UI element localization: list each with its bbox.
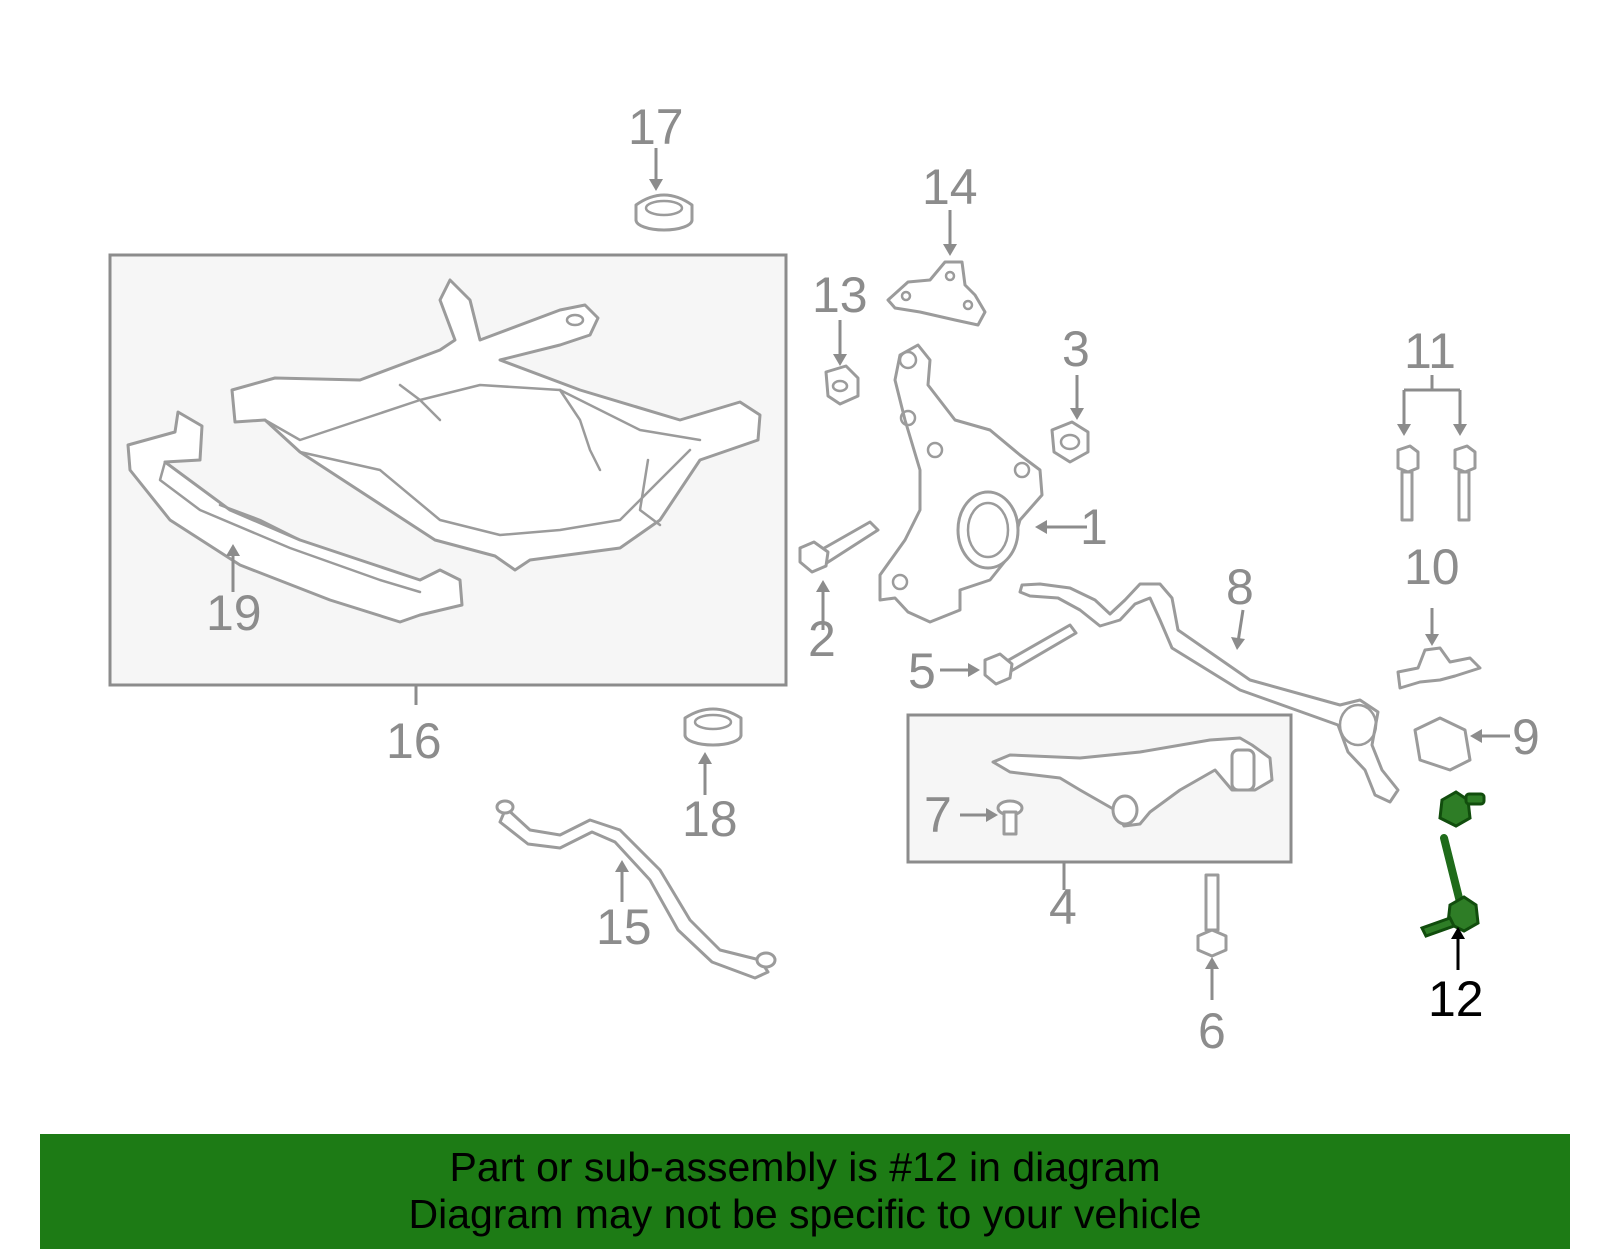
bolt-5-drawing [983, 623, 1078, 686]
bushing-9-drawing [1413, 716, 1472, 772]
bracket-14-drawing [886, 260, 987, 327]
callout-3: 3 [1062, 321, 1090, 377]
callout-9: 9 [1512, 709, 1540, 765]
callout-1: 1 [1080, 499, 1108, 555]
bolt-7-drawing [996, 799, 1024, 836]
bolt-6-drawing [1196, 873, 1228, 958]
callout-7: 7 [924, 787, 952, 843]
mount-18-drawing [683, 707, 743, 747]
callout-12[interactable]: 12 [1428, 971, 1484, 1027]
callout-17: 17 [628, 99, 684, 155]
callout-4: 4 [1049, 879, 1077, 935]
callout-14: 14 [922, 159, 978, 215]
bolt-2-drawing [798, 520, 880, 574]
bracket-10-drawing [1396, 646, 1482, 690]
callout-18: 18 [682, 791, 738, 847]
stabilizer-link-12[interactable] [1419, 790, 1486, 938]
info-banner: Part or sub-assembly is #12 in diagram D… [40, 1134, 1570, 1249]
callout-13: 13 [812, 267, 868, 323]
banner-line-2: Diagram may not be specific to your vehi… [408, 1191, 1202, 1237]
control-arm-drawing [991, 736, 1274, 828]
nut-13-drawing [824, 364, 860, 406]
callout-10: 10 [1404, 539, 1460, 595]
crossmember-drawing [126, 410, 464, 624]
callout-15: 15 [596, 899, 652, 955]
callout-5: 5 [908, 643, 936, 699]
brace-drawing [495, 799, 777, 980]
callout-19: 19 [206, 585, 262, 641]
leader-lines [226, 148, 1510, 1000]
callout-2: 2 [808, 611, 836, 667]
bolts-11-drawing [1396, 444, 1477, 522]
mount-17-drawing [634, 193, 694, 232]
banner-line-1: Part or sub-assembly is #12 in diagram [449, 1144, 1161, 1190]
callout-6: 6 [1198, 1003, 1226, 1059]
nut-3-drawing [1050, 420, 1090, 464]
callout-8: 8 [1226, 559, 1254, 615]
subframe-drawing [230, 278, 762, 572]
knuckle-drawing [878, 343, 1044, 624]
callout-16: 16 [386, 713, 442, 769]
stabilizer-bar-drawing [1018, 582, 1400, 804]
callout-11: 11 [1404, 323, 1456, 379]
